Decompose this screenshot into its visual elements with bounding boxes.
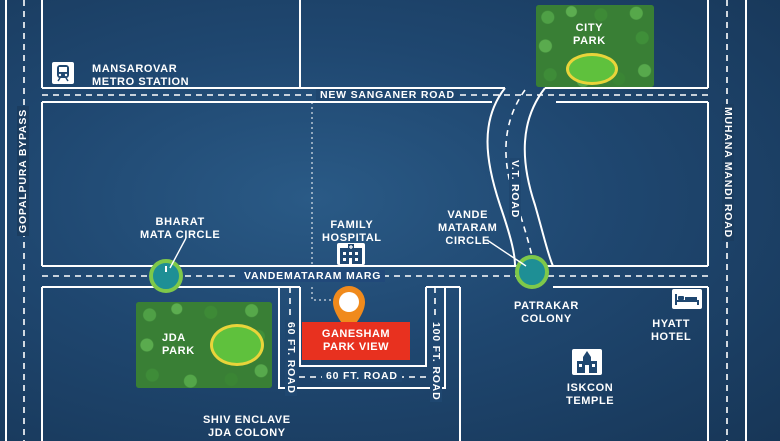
- temple-icon: [572, 349, 602, 375]
- vt-road-label: V.T. ROAD: [509, 158, 521, 221]
- vt-road-left-edge: [486, 87, 516, 267]
- vande-pointer-line: [486, 239, 527, 267]
- sixty-ft-road-inner: [299, 287, 427, 367]
- bed-icon: [672, 289, 702, 309]
- sixty-ft-road-horizontal-label: 60 FT. ROAD: [322, 370, 402, 382]
- sixty-ft-road-vertical-label: 60 FT. ROAD: [285, 320, 297, 396]
- gopalpura-bypass-label: GOPALPURA BYPASS: [17, 105, 29, 236]
- vt-road-center-line: [505, 89, 535, 267]
- train-icon: [52, 62, 74, 84]
- bharat-mata-circle-marker: [149, 259, 183, 293]
- jda-park: [136, 302, 272, 388]
- sixty-ft-road-outer: [278, 287, 446, 389]
- vandemataram-marg-label: VANDEMATARAM MARG: [240, 270, 386, 282]
- lane-dotted-lower: [311, 287, 340, 301]
- muhana-mandi-road-label: MUHANA MANDI ROAD: [722, 104, 734, 242]
- new-sanganer-road-label: NEW SANGANER ROAD: [316, 89, 459, 101]
- location-pin-icon: [333, 286, 365, 332]
- vande-mataram-circle-marker: [515, 255, 549, 289]
- city-park-lawn: [566, 53, 618, 85]
- city-park: [536, 5, 654, 87]
- vt-road-right-edge: [523, 87, 554, 267]
- jda-park-lawn: [210, 324, 264, 366]
- bharat-pointer-line: [169, 237, 187, 269]
- hospital-building-icon: [337, 243, 365, 265]
- hundred-ft-road-label: 100 FT. ROAD: [430, 320, 442, 403]
